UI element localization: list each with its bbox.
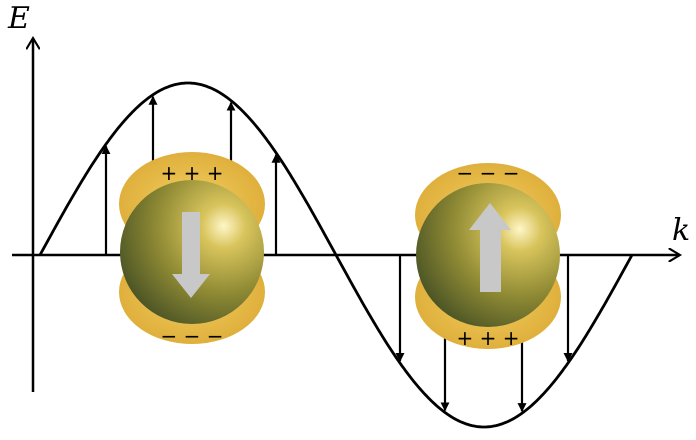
bottom-charge-label: + + +: [457, 326, 520, 350]
up-arrow-icon: [469, 203, 511, 292]
down-arrow-icon: [172, 212, 210, 298]
x-axis-label: k: [672, 213, 690, 248]
field-wave: [38, 81, 634, 429]
y-axis-label: E: [7, 1, 30, 36]
bottom-charge-label: − − −: [161, 324, 224, 348]
left-nanoparticle: + + + − − −: [119, 152, 265, 348]
top-charge-label: + + +: [161, 161, 224, 185]
top-charge-label: − − −: [457, 161, 520, 185]
right-nanoparticle: − − − + + +: [415, 161, 561, 350]
